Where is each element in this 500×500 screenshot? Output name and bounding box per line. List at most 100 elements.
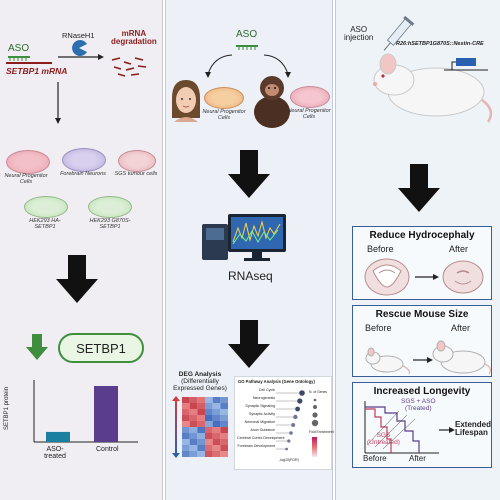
go-term: Cell Cycle (258, 388, 275, 392)
heatmap-cell (197, 451, 205, 457)
cell-label: Forebrain Neurons (60, 171, 106, 177)
brain-comparison-graphic (364, 258, 484, 296)
rnaseq-label: RNAseq (228, 269, 273, 283)
heatmap-cell (220, 403, 228, 409)
bar-chart-ylabel: SETBP1 protein (4, 386, 10, 430)
sequencer-icon (202, 214, 286, 261)
size-after-label: After (451, 323, 471, 333)
heatmap-cell (182, 445, 190, 451)
heatmap-cell (220, 451, 228, 457)
heatmap-cell (197, 433, 205, 439)
heatmap-cell (220, 439, 228, 445)
setbp1-bar-chart (33, 380, 138, 443)
go-point (289, 431, 293, 435)
cell-label: SGS tumour cells (114, 171, 158, 177)
heatmap-cell (189, 451, 198, 457)
heatmap-cell (220, 415, 228, 421)
long-before-label: Before (363, 454, 387, 463)
heatmap-cell (197, 397, 205, 403)
heatmap-cell (189, 415, 198, 421)
mrna-label: SETBP1 mRNA (6, 66, 68, 76)
heatmap-cell (189, 445, 198, 451)
heatmap-cell (220, 397, 228, 403)
heatmap-cell (197, 415, 205, 421)
cell-label: HEK293 HA-SETBP1 (29, 218, 61, 230)
go-term: Synaptic Signaling (245, 404, 275, 408)
updown-arrow-icon (172, 396, 180, 458)
go-legend-title: N. of Genes (309, 390, 328, 394)
heatmap-cell (189, 439, 198, 445)
down-arrow-icon (398, 164, 440, 212)
aso-label: ASO (8, 43, 30, 54)
heatmap-cell (205, 421, 213, 427)
survival-curve-chart (364, 401, 439, 454)
aso-mechanism-graphic (6, 40, 147, 124)
down-arrow-icon (56, 255, 98, 303)
dish-sgs-tumour (118, 150, 156, 172)
go-term: Neurogenesis (252, 396, 275, 400)
mouse-size-box: Rescue Mouse Size Before After (352, 305, 492, 377)
heatmap-cell (189, 427, 198, 433)
cell-label: Neural Progenitor Cells (4, 173, 48, 185)
hydro-title: Reduce Hydrocephaly (369, 230, 475, 241)
dish-hek293-g870s (88, 196, 132, 218)
heatmap-cell (182, 403, 190, 409)
heatmap-cell (197, 421, 205, 427)
heatmap-cell (189, 409, 198, 415)
go-panel: GO Pathway Analysis (Gene Ontology) Cell… (234, 376, 334, 470)
size-before-label: Before (365, 323, 392, 333)
go-point (299, 390, 305, 396)
heatmap-cell (205, 433, 213, 439)
heatmap-cell (189, 397, 198, 403)
heatmap-cell (212, 397, 221, 403)
heatmap-cell (182, 427, 190, 433)
go-point (297, 398, 303, 404)
mouse-size-graphic (365, 340, 491, 375)
deg-heatmap (182, 397, 228, 457)
heatmap-cell (189, 433, 198, 439)
go-title: GO Pathway Analysis (Gene Ontology) (238, 379, 315, 384)
size-title: Rescue Mouse Size (375, 309, 469, 320)
go-point (291, 423, 296, 427)
heatmap-cell (197, 445, 205, 451)
heatmap-cell (197, 439, 205, 445)
heatmap-cell (212, 433, 221, 439)
heatmap-cell (205, 427, 213, 433)
go-size-legend (311, 398, 319, 427)
heatmap-cell (189, 403, 198, 409)
hydro-after-label: After (449, 244, 469, 254)
heatmap-cell (182, 397, 190, 403)
hydrocephaly-box: Reduce Hydrocephaly Before After (352, 226, 492, 300)
heatmap-cell (205, 445, 213, 451)
sgs-treated-label: SGS + ASO(Treated) (401, 398, 436, 412)
heatmap-cell (182, 439, 190, 445)
heatmap-cell (220, 421, 228, 427)
go-terms: Cell Cycle Neurogenesis Synaptic Signali… (237, 388, 285, 453)
aso-label: ASO (236, 29, 258, 40)
heatmap-cell (212, 421, 221, 427)
go-term: Synaptic Activity (249, 412, 275, 416)
go-term: Neuronal Migration (244, 420, 275, 424)
heatmap-cell (205, 451, 213, 457)
human-cell-label: Neural Progenitor Cells (202, 109, 246, 121)
dish-forebrain-neurons (62, 148, 106, 172)
monkey-cell-label: Neural Progenitor Cells (287, 108, 331, 120)
longevity-box: Increased Longevity SGS + ASO(Treated) S… (352, 382, 492, 468)
heatmap-cell (189, 421, 198, 427)
heatmap-cell (182, 409, 190, 415)
heatmap-cell (182, 421, 190, 427)
heatmap-cell (220, 445, 228, 451)
down-arrow-icon (228, 150, 270, 198)
heatmap-cell (212, 409, 221, 415)
down-arrow-icon (228, 320, 270, 368)
dish-neural-progenitor (6, 150, 50, 174)
mouse-model-label: R26:hSETBP1G870S::Nestin-CRE (396, 41, 484, 47)
human-icon (172, 80, 200, 122)
mouse-injection-graphic (373, 15, 493, 123)
aso-split-arrows (205, 45, 291, 78)
